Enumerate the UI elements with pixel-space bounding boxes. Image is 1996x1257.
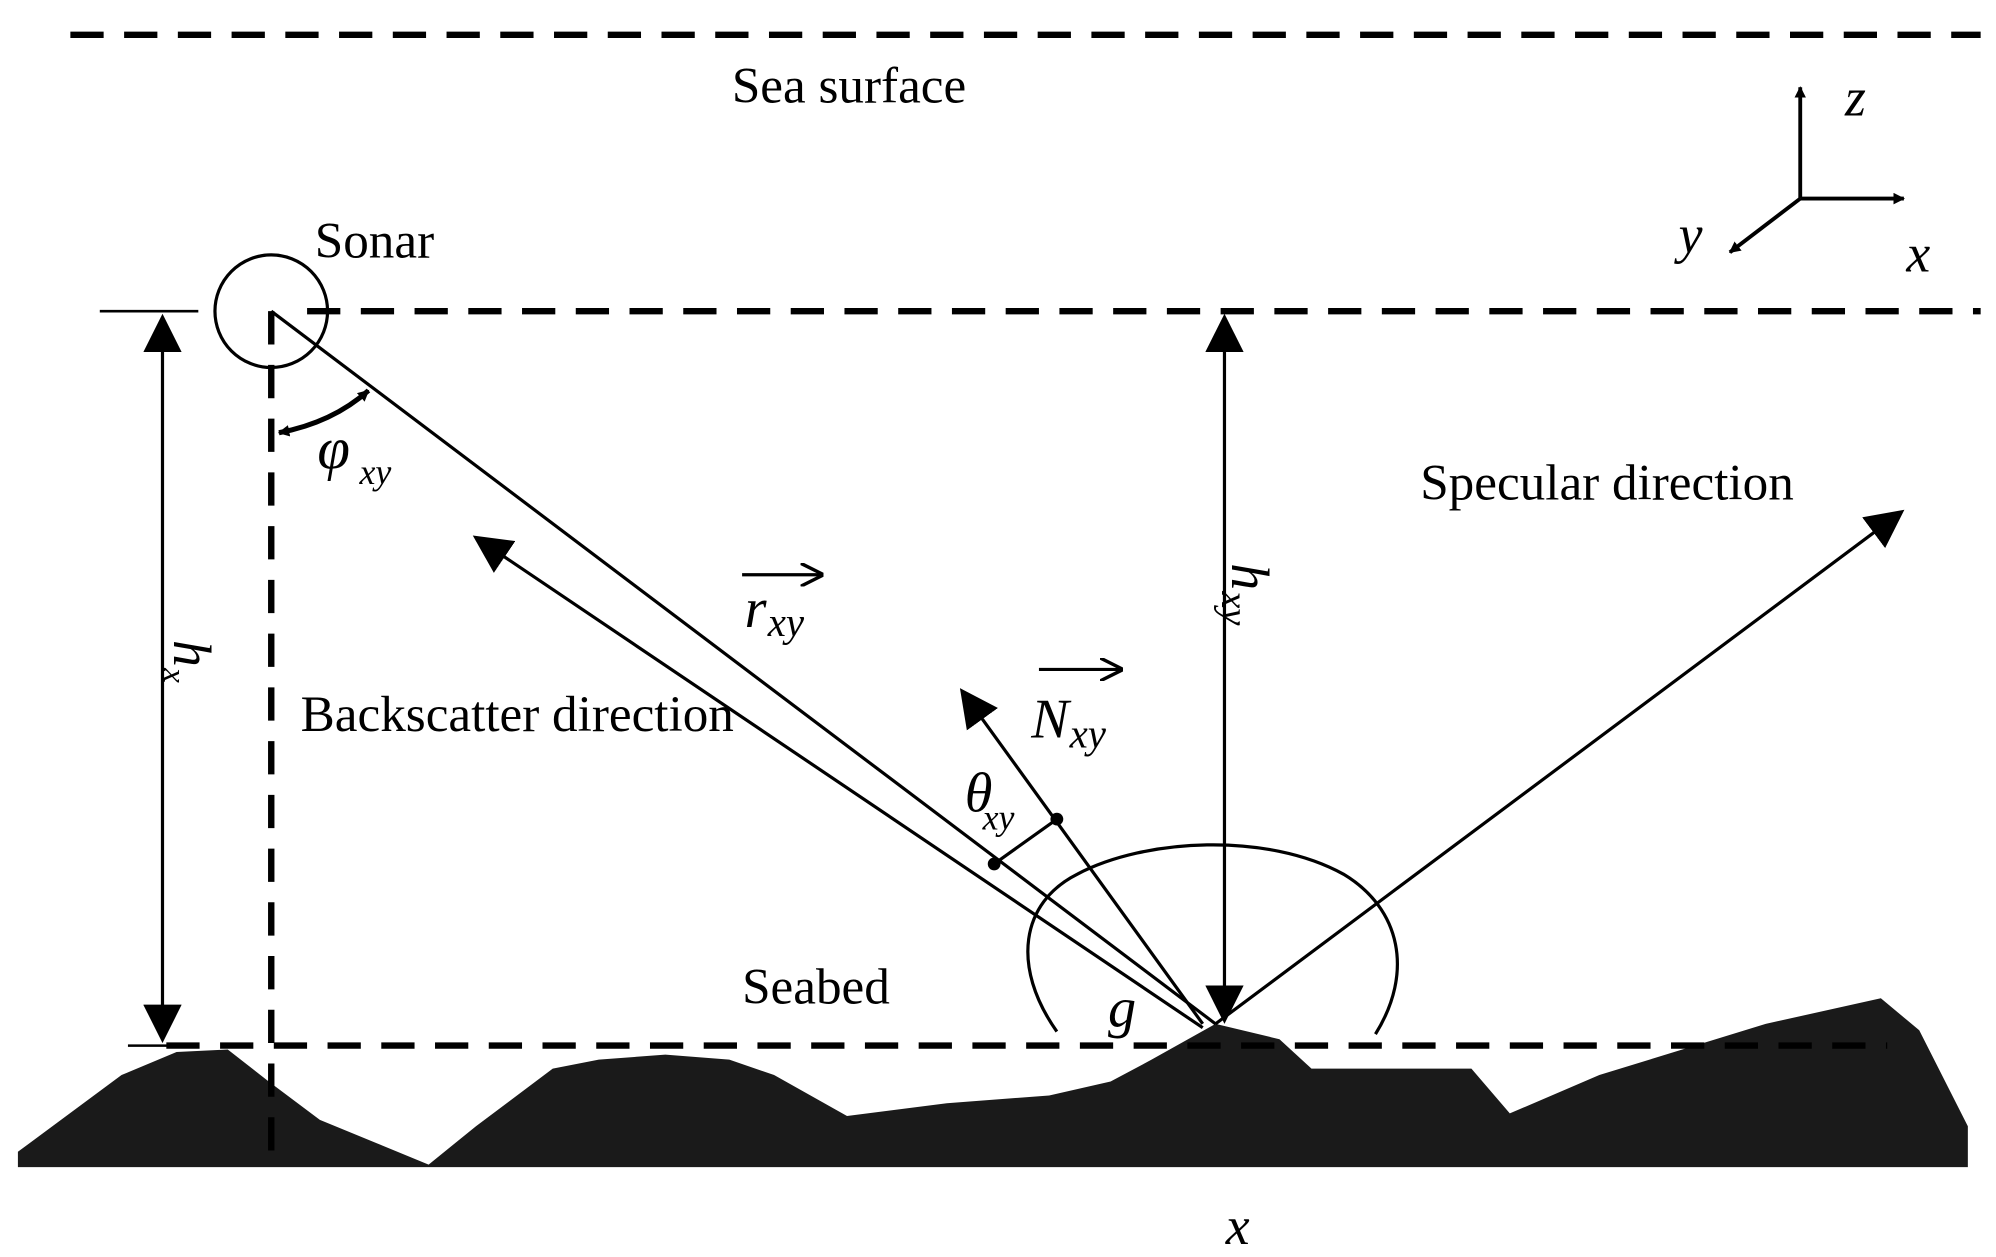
sonar-label: Sonar: [315, 212, 434, 269]
z-axis-label: z: [1844, 67, 1866, 127]
backscatter-direction-label: Backscatter direction: [301, 686, 734, 743]
phi-subscript: xy: [359, 452, 392, 492]
seabed-label: Seabed: [742, 958, 890, 1015]
r-symbol: r: [745, 578, 768, 640]
phi-angle-arc: [277, 388, 371, 437]
backscatter-arrow: [472, 535, 1204, 1030]
theta-arc-end-dot: [987, 857, 1001, 871]
n-subscript: xy: [1069, 711, 1107, 756]
g-symbol: g: [1108, 977, 1136, 1039]
y-axis-arrow: [1728, 197, 1802, 254]
scattering-lobe: [1026, 843, 1399, 1035]
theta-arc-start-dot: [1050, 812, 1064, 826]
specular-direction-label: Specular direction: [1420, 454, 1794, 511]
hxy-subscript: xy: [1213, 590, 1255, 626]
hxy-symbol: h: [1220, 563, 1280, 590]
hxy-label: h xy: [1213, 563, 1280, 626]
r-subscript: xy: [767, 600, 805, 645]
hx-label: h x: [156, 640, 222, 683]
theta-symbol: θ: [965, 762, 993, 824]
x-axis-label: x: [1905, 224, 1930, 284]
specular-arrow: [1214, 509, 1905, 1026]
x-axis-bottom-label: x: [1225, 1196, 1250, 1256]
sonar-icon: [213, 253, 330, 370]
n-symbol: N: [1030, 688, 1072, 750]
phi-symbol: φ: [317, 417, 350, 482]
hx-subscript: x: [156, 667, 193, 683]
hx-symbol: h: [162, 640, 222, 667]
y-axis-label: y: [1674, 204, 1703, 264]
slant-range-line: [270, 309, 1217, 1026]
seabed-terrain: [17, 998, 1968, 1168]
sea-surface-label: Sea surface: [732, 58, 966, 115]
theta-subscript: xy: [982, 797, 1015, 837]
normal-arrow: [959, 688, 1205, 1025]
coordinate-axes-icon: [1728, 86, 1906, 254]
